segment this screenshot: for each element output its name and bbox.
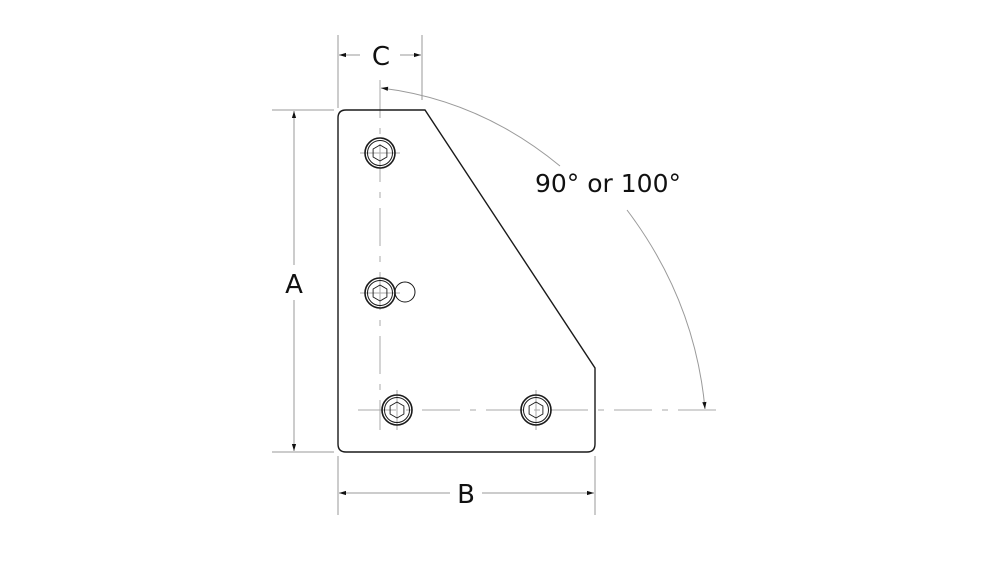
- dimension-a-label: A: [285, 270, 303, 300]
- angle-arc-upper: [380, 86, 561, 167]
- dimension-c: [337, 35, 423, 108]
- dimension-b-label: B: [457, 480, 475, 510]
- plate-outline: [337, 109, 596, 453]
- dimension-a: [272, 109, 334, 453]
- locating-pin-icon: [394, 281, 416, 303]
- centerlines: [358, 80, 725, 430]
- dimension-c-label: C: [372, 42, 390, 72]
- dimension-b: [337, 456, 596, 515]
- angle-dimension: [380, 86, 707, 410]
- angle-label: 90° or 100°: [535, 169, 681, 198]
- angle-arc-lower: [626, 209, 707, 410]
